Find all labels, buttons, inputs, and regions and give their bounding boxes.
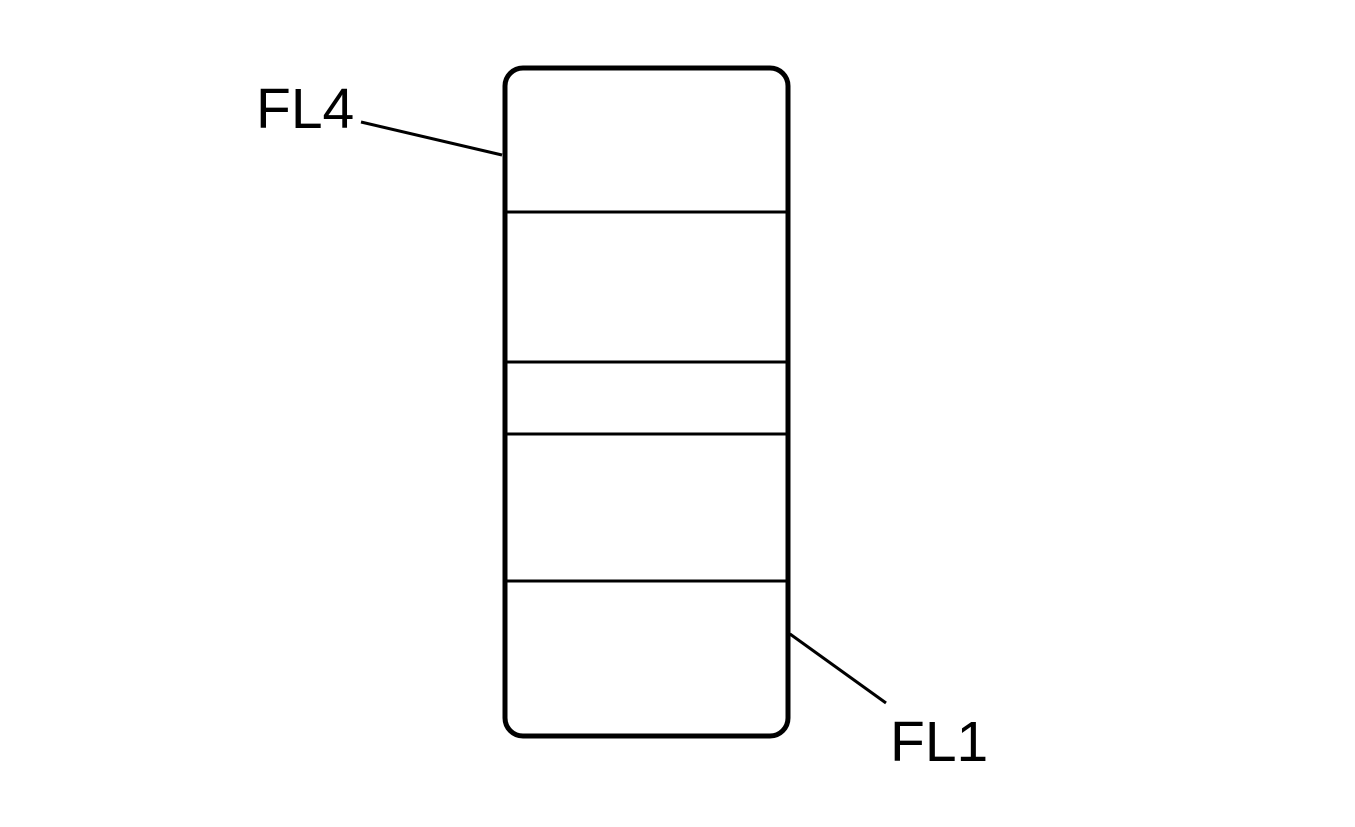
callout-label-fl1: FL1 — [890, 710, 988, 774]
fuse-block-outline — [502, 65, 791, 739]
callout-leader-fl4 — [360, 120, 503, 157]
callout-leader-fl1 — [789, 632, 887, 705]
callout-label-fl4: FL4 — [256, 77, 354, 141]
